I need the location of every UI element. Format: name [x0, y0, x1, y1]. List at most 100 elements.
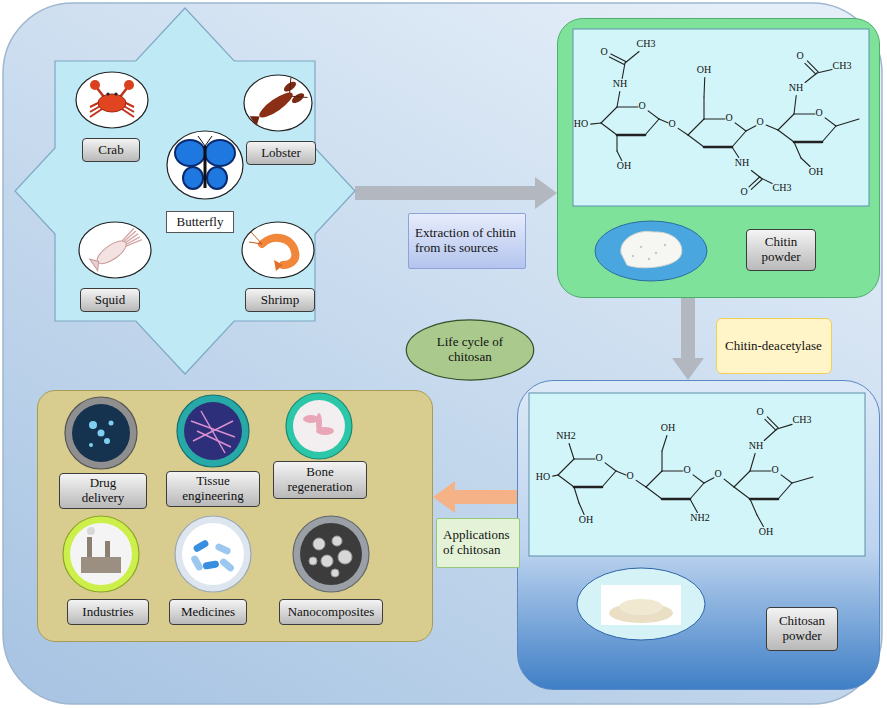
- chemical-bond: [693, 475, 704, 483]
- drug-particle: [104, 438, 110, 444]
- chemical-bond: [601, 107, 617, 123]
- application-label: Medicines: [169, 599, 247, 625]
- chemical-bond: [825, 118, 836, 126]
- chemical-bond: [822, 126, 836, 142]
- chemical-bond: [732, 147, 739, 158]
- chemical-bond: [794, 142, 801, 158]
- pill: [190, 554, 204, 571]
- nanoparticle: [309, 557, 317, 565]
- chemical-bond: [602, 471, 616, 487]
- application-label: Tissue engineering: [166, 471, 260, 507]
- factory: [81, 557, 121, 573]
- application-picture: [300, 523, 362, 585]
- drug-particle: [89, 443, 93, 447]
- chemical-bond: [764, 429, 777, 441]
- chemical-bond: [732, 131, 746, 147]
- nanoparticle: [321, 555, 333, 567]
- source-label: Shrimp: [245, 288, 315, 312]
- shrimp-icon: [249, 232, 295, 271]
- chemical-bond: [609, 57, 624, 64]
- box-text: Chitosan powder: [773, 614, 831, 644]
- box-text: Crab: [98, 143, 123, 158]
- chemical-bond: [558, 459, 574, 475]
- chemical-bond: [662, 436, 667, 452]
- powder-label: Chitosan powder: [766, 607, 838, 651]
- structure-frame: [573, 29, 869, 206]
- application-ring: [286, 393, 352, 459]
- chemical-bond: [574, 458, 595, 459]
- powder-speck: [655, 252, 657, 254]
- application-ring: [177, 395, 249, 467]
- chemical-bond: [792, 477, 813, 483]
- chitin-panel: Chitin powder: [557, 18, 880, 298]
- squid-icon: [90, 228, 142, 270]
- chemical-bond: [617, 151, 622, 161]
- butterfly-icon: [175, 136, 235, 189]
- chemical-bond: [724, 479, 734, 487]
- chemical-bond: [801, 158, 810, 167]
- structure-frame: [529, 393, 865, 556]
- box-text: Drug delivery: [70, 476, 136, 506]
- box-text: Medicines: [181, 605, 235, 620]
- powder-dish: [595, 221, 707, 281]
- chemical-bond: [807, 61, 818, 72]
- chitosan-structure: [553, 417, 813, 527]
- box-text: Industries: [82, 605, 133, 620]
- nanoparticle: [332, 536, 342, 546]
- chemical-bond: [778, 483, 792, 499]
- application-label: Bone regeneration: [273, 461, 367, 499]
- chemical-bond: [703, 97, 704, 119]
- chemical-bond: [704, 146, 732, 149]
- butterfly-antenna: [205, 136, 212, 146]
- smoke: [87, 527, 95, 535]
- crab-icon: [90, 80, 134, 117]
- chemical-bond: [617, 92, 620, 108]
- process-arrow: [681, 298, 695, 358]
- source-label: Lobster: [246, 141, 316, 165]
- chitosan-panel: Chitosan powder: [517, 380, 880, 690]
- chemical-bond: [579, 503, 584, 515]
- star-outline: [15, 8, 355, 374]
- powder-speck: [648, 258, 650, 260]
- icon-oval: [242, 222, 314, 278]
- chemical-bond: [751, 179, 762, 189]
- pill: [219, 557, 236, 573]
- application-ring: [175, 516, 251, 592]
- bone-shape: [316, 413, 322, 433]
- application-label: Nanocomposites: [279, 599, 383, 625]
- crab-eye: [106, 92, 109, 95]
- lobster-antenna: [292, 89, 308, 104]
- box-text: Nanocomposites: [288, 605, 375, 620]
- chemical-bond: [662, 470, 683, 471]
- box-text: Squid: [95, 293, 125, 308]
- chemical-bond: [648, 111, 659, 119]
- chemical-bond: [690, 483, 704, 499]
- source-label: Crab: [82, 138, 140, 162]
- applications-panel: Drug delivery Tissue engineering Bone rege…: [37, 390, 433, 642]
- application-label: Industries: [67, 599, 149, 625]
- application-picture: [182, 523, 244, 585]
- box-text: Chitin-deacetylase: [725, 339, 822, 354]
- chemical-bond: [778, 114, 794, 130]
- chemical-bond: [817, 70, 832, 73]
- nanoparticle: [313, 538, 325, 550]
- chemical-bond: [605, 463, 616, 471]
- chemical-bond: [836, 119, 859, 126]
- lobster-body: [256, 89, 296, 122]
- chemical-bond: [661, 451, 662, 471]
- chitin-powder-heap: [621, 231, 682, 267]
- crab-leg: [122, 109, 134, 117]
- chemical-bond: [704, 118, 725, 119]
- squid-mantle: [94, 237, 130, 268]
- nanoparticle: [338, 550, 352, 564]
- chemical-bond: [794, 141, 822, 144]
- butterfly-wing: [205, 140, 235, 166]
- illustration: [15, 8, 355, 375]
- drug-particle: [89, 421, 97, 429]
- lobster-claw: [290, 91, 305, 105]
- chemical-bond: [636, 480, 646, 487]
- butterfly-wing: [183, 167, 203, 189]
- tissue-fiber: [197, 431, 231, 447]
- shrimp-body: [262, 238, 295, 265]
